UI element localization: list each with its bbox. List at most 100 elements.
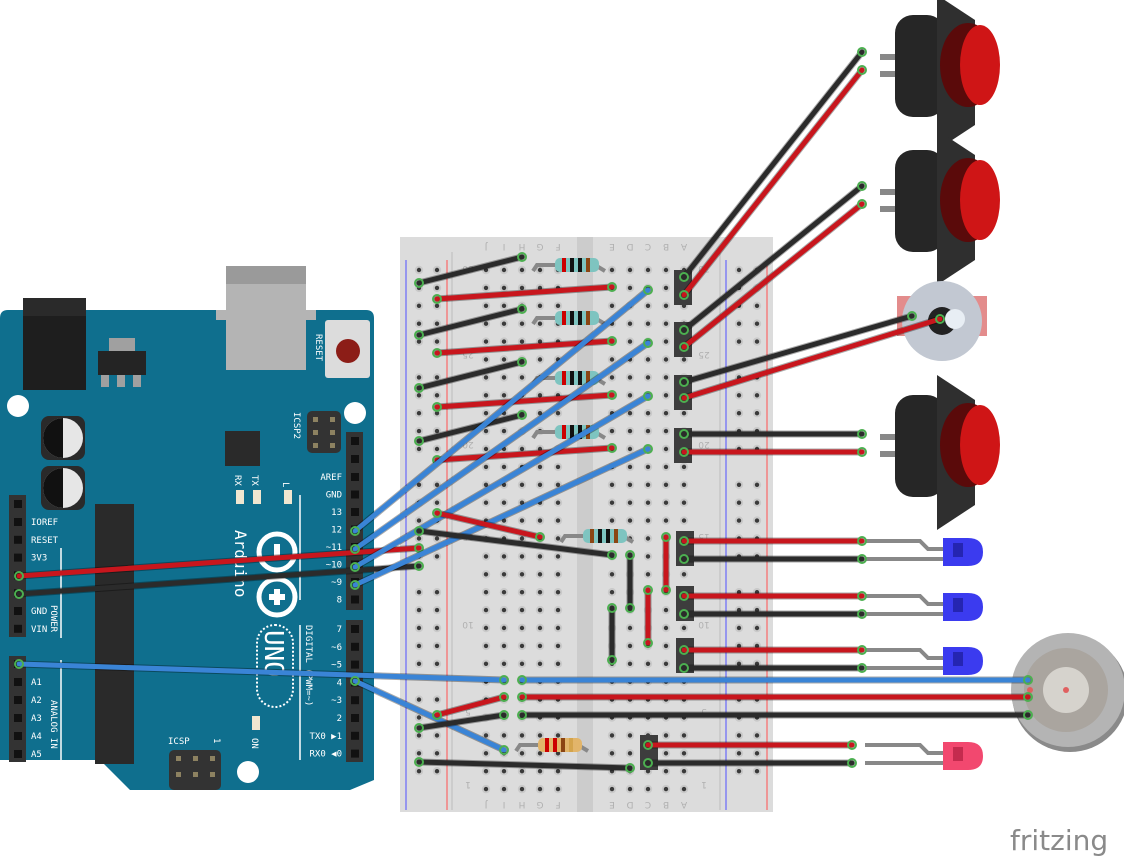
breadboard-hole[interactable] [679,749,689,758]
breadboard-hole[interactable] [535,516,545,525]
breadboard-hole[interactable] [661,480,671,489]
breadboard-hole[interactable] [553,659,563,668]
analog-pin[interactable] [14,678,22,686]
breadboard-hole[interactable] [553,552,563,561]
wire-endpoint[interactable] [643,391,653,401]
wire-endpoint[interactable] [643,444,653,454]
wire-endpoint[interactable] [517,692,527,702]
breadboard-hole[interactable] [499,426,509,436]
rail-hole[interactable] [734,623,744,633]
breadboard-hole[interactable] [553,588,563,597]
wire-jumper-red[interactable] [434,284,615,302]
rail-hole[interactable] [432,588,442,597]
rail-hole[interactable] [432,695,442,704]
breadboard-hole[interactable] [643,570,653,579]
breadboard-hole[interactable] [607,373,617,382]
breadboard-hole[interactable] [607,480,617,489]
wire-endpoint[interactable] [499,675,509,685]
wire-endpoint[interactable] [643,758,653,768]
wire-endpoint[interactable] [625,550,635,560]
wire-endpoint[interactable] [350,580,360,590]
wire-endpoint[interactable] [350,676,360,686]
pushbutton[interactable] [880,375,1000,530]
wire-jumper-black[interactable] [416,359,525,391]
breadboard-hole[interactable] [481,355,491,364]
wire-endpoint[interactable] [607,603,617,613]
wire-endpoint[interactable] [517,410,527,420]
breadboard-hole[interactable] [607,784,617,794]
digital-pin[interactable] [351,714,359,722]
wire-endpoint[interactable] [679,554,689,564]
breadboard-hole[interactable] [625,283,635,293]
breadboard-hole[interactable] [481,552,491,561]
wire-a0[interactable] [16,661,507,683]
breadboard-hole[interactable] [625,391,635,400]
breadboard-hole[interactable] [625,319,635,328]
wire-endpoint[interactable] [857,591,867,601]
wire-endpoint[interactable] [857,429,867,439]
rail-hole[interactable] [414,301,424,310]
rail-hole[interactable] [414,695,424,704]
breadboard-hole[interactable] [499,570,509,579]
breadboard-hole[interactable] [535,588,545,597]
wire-endpoint[interactable] [414,436,424,446]
wire-endpoint[interactable] [679,536,689,546]
breadboard-hole[interactable] [517,749,527,758]
breadboard-hole[interactable] [499,391,509,400]
breadboard-hole[interactable] [535,784,545,794]
breadboard-hole[interactable] [499,462,509,472]
rail-hole[interactable] [414,426,424,436]
rail-hole[interactable] [734,319,744,328]
breadboard-hole[interactable] [553,462,563,472]
breadboard-hole[interactable] [643,480,653,489]
wire-endpoint[interactable] [414,330,424,340]
breadboard-hole[interactable] [553,301,563,310]
wire-endpoint[interactable] [607,550,617,560]
wire-black[interactable] [416,759,633,771]
digital-pin[interactable] [351,696,359,705]
breadboard-hole[interactable] [607,570,617,579]
breadboard-hole[interactable] [499,731,509,740]
wire-endpoint[interactable] [499,745,509,755]
breadboard-hole[interactable] [517,623,527,633]
wire-endpoint[interactable] [679,645,689,655]
breadboard-hole[interactable] [625,265,635,275]
breadboard-hole[interactable] [499,641,509,651]
rail-hole[interactable] [752,498,762,507]
breadboard-hole[interactable] [481,605,491,615]
breadboard-hole[interactable] [481,749,491,758]
breadboard-hole[interactable] [535,355,545,364]
breadboard-hole[interactable] [499,552,509,561]
breadboard-hole[interactable] [481,462,491,472]
breadboard-hole[interactable] [499,605,509,615]
rail-hole[interactable] [432,480,442,489]
breadboard-hole[interactable] [481,784,491,794]
breadboard-hole[interactable] [535,570,545,579]
wire-endpoint[interactable] [625,603,635,613]
breadboard-hole[interactable] [553,480,563,489]
breadboard-hole[interactable] [481,391,491,400]
breadboard-hole[interactable] [535,659,545,668]
breadboard-hole[interactable] [517,641,527,651]
rail-hole[interactable] [414,409,424,418]
rail-hole[interactable] [414,265,424,275]
rail-hole[interactable] [414,623,424,633]
wire-endpoint[interactable] [857,663,867,673]
rail-hole[interactable] [432,337,442,346]
wire-jumper-black[interactable] [416,412,525,444]
rail-hole[interactable] [432,373,442,382]
breadboard-hole[interactable] [481,426,491,436]
breadboard-hole[interactable] [535,301,545,310]
breadboard-hole[interactable] [661,319,671,328]
breadboard-hole[interactable] [661,462,671,472]
wire-endpoint[interactable] [661,585,671,595]
wire-endpoint[interactable] [414,561,424,571]
breadboard-hole[interactable] [517,516,527,525]
rail-hole[interactable] [414,444,424,454]
breadboard-hole[interactable] [607,498,617,507]
wire-endpoint[interactable] [414,278,424,288]
breadboard-hole[interactable] [607,355,617,364]
rail-hole[interactable] [734,337,744,346]
wire-pot-red[interactable] [681,316,943,401]
breadboard-hole[interactable] [517,480,527,489]
